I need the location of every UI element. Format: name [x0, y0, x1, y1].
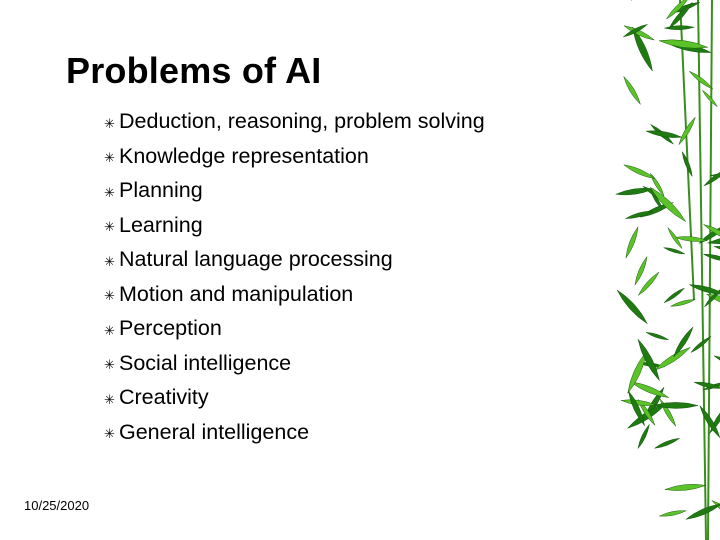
asterisk-bullet-icon: ✳ — [104, 391, 115, 407]
bamboo-leaf — [706, 235, 720, 244]
list-item: ✳General intelligence — [104, 419, 310, 444]
bamboo-leaf — [669, 299, 696, 307]
asterisk-bullet-icon: ✳ — [104, 322, 115, 338]
bamboo-leaf — [653, 437, 681, 449]
list-item: ✳Perception — [104, 316, 222, 341]
bamboo-leaf — [693, 381, 720, 389]
asterisk-bullet-icon: ✳ — [104, 253, 115, 269]
bamboo-leaf — [701, 89, 718, 108]
bamboo-leaf — [702, 224, 720, 242]
bamboo-leaf — [690, 335, 712, 353]
bamboo-leaf — [622, 24, 649, 38]
bamboo-leaf — [625, 226, 639, 259]
bamboo-leaf — [653, 346, 691, 371]
list-item: ✳Social intelligence — [104, 350, 292, 375]
list-item: ✳Creativity — [104, 385, 209, 410]
bamboo-leaf — [713, 355, 720, 368]
bamboo-leaf — [698, 224, 720, 244]
bamboo-leaf — [678, 116, 696, 146]
bamboo-leaf — [658, 39, 709, 49]
bamboo-leaf — [623, 164, 656, 179]
slide-title: Problems of AI — [66, 50, 322, 91]
bamboo-leaf — [658, 510, 687, 517]
bamboo-leaf — [614, 187, 655, 196]
bamboo-leaf — [634, 255, 648, 286]
list-item: ✳Natural language processing — [104, 247, 393, 272]
asterisk-bullet-icon: ✳ — [104, 357, 115, 373]
bamboo-leaf — [637, 271, 660, 296]
bamboo-leaf — [637, 338, 660, 382]
bamboo-leaf — [637, 398, 656, 426]
asterisk-bullet-icon: ✳ — [104, 219, 115, 235]
bamboo-leaf — [688, 284, 720, 295]
bamboo-leaf — [616, 289, 648, 325]
bamboo-leaf — [663, 287, 686, 304]
bamboo-leaf — [649, 186, 687, 223]
bamboo-leaf — [688, 70, 714, 90]
bamboo-leaf — [685, 503, 720, 520]
bamboo-leaf — [664, 484, 707, 491]
bamboo-leaf — [662, 247, 686, 255]
bamboo-leaf — [674, 236, 709, 242]
bamboo-leaf — [702, 253, 720, 262]
bamboo-leaf — [663, 25, 695, 30]
bamboo-stem — [679, 0, 695, 301]
bamboo-leaf — [624, 210, 654, 219]
asterisk-bullet-icon: ✳ — [104, 150, 115, 166]
asterisk-bullet-icon: ✳ — [104, 184, 115, 200]
asterisk-bullet-icon: ✳ — [104, 426, 115, 442]
bamboo-stem — [697, 0, 707, 540]
bamboo-leaf — [665, 0, 691, 20]
bamboo-stem — [707, 0, 713, 540]
asterisk-bullet-icon: ✳ — [104, 288, 115, 304]
bamboo-leaf — [628, 390, 645, 427]
bullet-list: ✳Deduction, reasoning, problem solving ✳… — [104, 104, 485, 449]
bamboo-leaf — [645, 332, 670, 341]
list-item: ✳Motion and manipulation — [104, 281, 354, 306]
bamboo-leaves-decoration — [614, 0, 720, 540]
bamboo-leaf — [653, 402, 699, 409]
bamboo-leaf — [673, 326, 694, 358]
bamboo-leaf — [623, 75, 641, 105]
bamboo-leaf — [703, 168, 720, 187]
bamboo-leaf — [645, 130, 683, 138]
bamboo-leaf — [667, 226, 683, 250]
list-item: ✳Planning — [104, 178, 203, 203]
bamboo-leaf — [705, 294, 720, 311]
bamboo-leaf — [668, 1, 693, 29]
list-item: ✳Deduction, reasoning, problem solving — [104, 109, 485, 134]
bamboo-leaf — [637, 423, 650, 450]
bamboo-leaf — [681, 150, 693, 178]
bamboo-leaf — [632, 26, 653, 72]
bamboo-leaf — [631, 0, 653, 2]
bamboo-leaf — [629, 381, 670, 398]
bamboo-leaf — [711, 500, 720, 528]
bamboo-leaf — [649, 172, 665, 197]
slide-date: 10/25/2020 — [24, 498, 90, 513]
list-item: ✳Knowledge representation — [104, 143, 369, 168]
list-item: ✳Learning — [104, 212, 203, 237]
asterisk-bullet-icon: ✳ — [104, 115, 115, 131]
